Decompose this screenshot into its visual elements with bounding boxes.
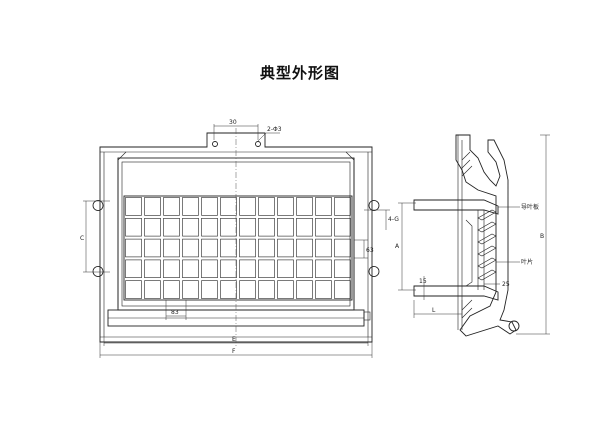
louver-cell <box>163 197 180 216</box>
louver-cell <box>277 197 294 216</box>
side-blade <box>477 269 497 281</box>
louver-cell <box>220 218 237 237</box>
dim-holes: 2-Φ3 <box>267 126 282 133</box>
louver-cell <box>163 218 180 237</box>
louver-cell <box>315 238 332 258</box>
louver-cell <box>315 259 332 278</box>
louver-cell <box>239 197 256 216</box>
louver-cell <box>125 218 142 237</box>
blade-stack <box>477 209 497 290</box>
louver-cell <box>315 197 332 216</box>
dim-d2: 25 <box>502 281 510 288</box>
louver-cell <box>296 280 313 299</box>
louver-grid <box>123 195 353 301</box>
louver-cell <box>334 238 351 258</box>
louver-cell <box>182 238 199 258</box>
louver-cell <box>144 259 161 278</box>
side-blade <box>477 209 497 221</box>
louver-cell <box>296 259 313 278</box>
dim-height-a: A <box>395 243 400 250</box>
louver-cell <box>258 197 275 216</box>
louver-cell <box>201 197 218 216</box>
louver-cell <box>334 197 351 216</box>
louver-cell <box>277 238 294 258</box>
louver-cell <box>220 280 237 299</box>
louver-cell <box>277 259 294 278</box>
louver-cell <box>125 280 142 299</box>
louver-cell <box>125 259 142 278</box>
diagram-title: 典型外形图 <box>259 64 340 82</box>
side-blade <box>477 221 497 233</box>
louver-cell <box>239 280 256 299</box>
louver-cell <box>296 218 313 237</box>
louver-cell <box>144 238 161 258</box>
dim-length-l: L <box>432 307 436 314</box>
dim-mesh-vertical: 63 <box>366 247 374 254</box>
louver-cell <box>182 197 199 216</box>
callout-guide-plate: 导叶板 <box>521 203 539 211</box>
louver-cell <box>144 280 161 299</box>
louver-cell <box>334 218 351 237</box>
louver-cell <box>201 218 218 237</box>
louver-cell <box>334 259 351 278</box>
louver-cell <box>220 238 237 258</box>
side-blade <box>477 245 497 257</box>
louver-cell <box>258 218 275 237</box>
side-view: 导叶板 叶片 A B L 15 25 <box>395 134 550 337</box>
louver-frame <box>123 195 353 301</box>
dim-height-b: B <box>540 233 544 240</box>
louver-cell <box>334 280 351 299</box>
louver-cell <box>163 238 180 258</box>
louver-cell <box>239 238 256 258</box>
louver-cell <box>315 218 332 237</box>
louver-cell <box>144 197 161 216</box>
dim-width-f: F <box>232 348 236 355</box>
louver-cell <box>296 238 313 258</box>
louver-cell <box>239 218 256 237</box>
callout-blade: 叶片 <box>521 258 533 266</box>
louver-cell <box>201 280 218 299</box>
louver-cell <box>182 280 199 299</box>
dim-spacing-c: C <box>80 235 84 242</box>
louver-cell <box>315 280 332 299</box>
louver-cell <box>144 218 161 237</box>
louver-cell <box>163 259 180 278</box>
louver-cell <box>258 280 275 299</box>
louver-cell <box>182 259 199 278</box>
louver-cell <box>182 218 199 237</box>
front-view: 30 2-Φ3 C 4-G 63 83 E F <box>80 119 399 358</box>
side-blade <box>477 257 497 269</box>
louver-cell <box>220 197 237 216</box>
louver-cell <box>201 238 218 258</box>
dim-pitch: 4-G <box>388 216 399 223</box>
side-blade <box>477 233 497 245</box>
louver-cell <box>258 238 275 258</box>
louver-cell <box>163 280 180 299</box>
louver-cell <box>125 238 142 258</box>
louver-cell <box>125 197 142 216</box>
louver-cell <box>277 280 294 299</box>
blade-frame <box>477 210 485 290</box>
louver-cell <box>220 259 237 278</box>
dim-width-e: E <box>232 336 236 343</box>
louver-cell <box>258 259 275 278</box>
louver-cell <box>201 259 218 278</box>
louver-cell <box>239 259 256 278</box>
dim-d1: 15 <box>419 278 427 285</box>
louver-cell <box>296 197 313 216</box>
dim-mesh: 83 <box>171 309 179 316</box>
dim-top-width: 30 <box>229 119 237 126</box>
louver-cell <box>277 218 294 237</box>
